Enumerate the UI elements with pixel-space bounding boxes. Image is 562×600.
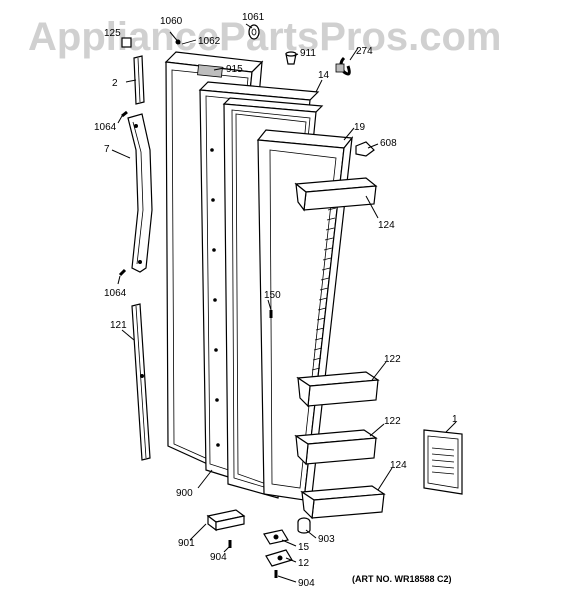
part-1-manual xyxy=(423,429,463,495)
label-1064-top: 1064 xyxy=(94,122,117,133)
label-1: 1 xyxy=(452,414,458,425)
label-122-lower: 122 xyxy=(384,416,401,427)
part-903-bushing xyxy=(297,517,311,534)
part-122-bin-lower xyxy=(294,429,378,466)
part-608-connector xyxy=(355,141,375,157)
label-901: 901 xyxy=(178,538,195,549)
part-1064-screw-top xyxy=(121,110,128,118)
part-125-cap xyxy=(121,37,132,48)
part-121-lower-trim xyxy=(131,303,151,461)
part-2-top-trim xyxy=(133,55,145,105)
label-122-upper: 122 xyxy=(384,354,401,365)
label-911: 911 xyxy=(300,48,316,59)
label-915: 915 xyxy=(226,64,243,75)
label-900: 900 xyxy=(176,488,193,499)
label-1064-bottom: 1064 xyxy=(104,288,127,299)
part-911-hinge-pin xyxy=(285,51,297,65)
part-7-handle xyxy=(127,113,153,273)
label-19: 19 xyxy=(354,122,366,133)
label-1060: 1060 xyxy=(160,16,183,27)
part-122-bin-upper xyxy=(296,371,380,408)
label-1061: 1061 xyxy=(242,12,265,23)
leader-lines xyxy=(111,23,457,583)
label-903: 903 xyxy=(318,534,335,545)
label-124-bottom: 124 xyxy=(390,460,407,471)
label-12: 12 xyxy=(298,558,310,569)
label-125: 125 xyxy=(104,28,121,39)
part-1064-screw-bottom xyxy=(118,268,127,277)
part-19-inner-door xyxy=(256,129,354,502)
label-15: 15 xyxy=(298,542,310,553)
label-7: 7 xyxy=(104,144,110,155)
label-124-upper: 124 xyxy=(378,220,395,231)
part-124-bottom-bin xyxy=(300,485,386,520)
part-901-hinge-cover xyxy=(206,509,246,532)
label-274: 274 xyxy=(356,46,373,57)
label-14: 14 xyxy=(318,70,330,81)
part-12-lower-hinge xyxy=(265,549,293,567)
label-904-left: 904 xyxy=(210,552,227,563)
art-number: (ART NO. WR18588 C2) xyxy=(352,574,452,584)
label-2: 2 xyxy=(112,78,118,89)
label-1062: 1062 xyxy=(198,36,221,47)
part-124-upper-bin xyxy=(294,177,378,212)
part-15-hinge-bracket xyxy=(263,529,289,545)
label-150: 150 xyxy=(264,290,281,301)
part-274-harness xyxy=(335,56,351,76)
label-121: 121 xyxy=(110,320,127,331)
label-608: 608 xyxy=(380,138,397,149)
watermark-text: AppliancePartsPros.com xyxy=(28,15,502,59)
part-1061-bushing xyxy=(248,24,260,40)
label-904-bottom: 904 xyxy=(298,578,315,589)
